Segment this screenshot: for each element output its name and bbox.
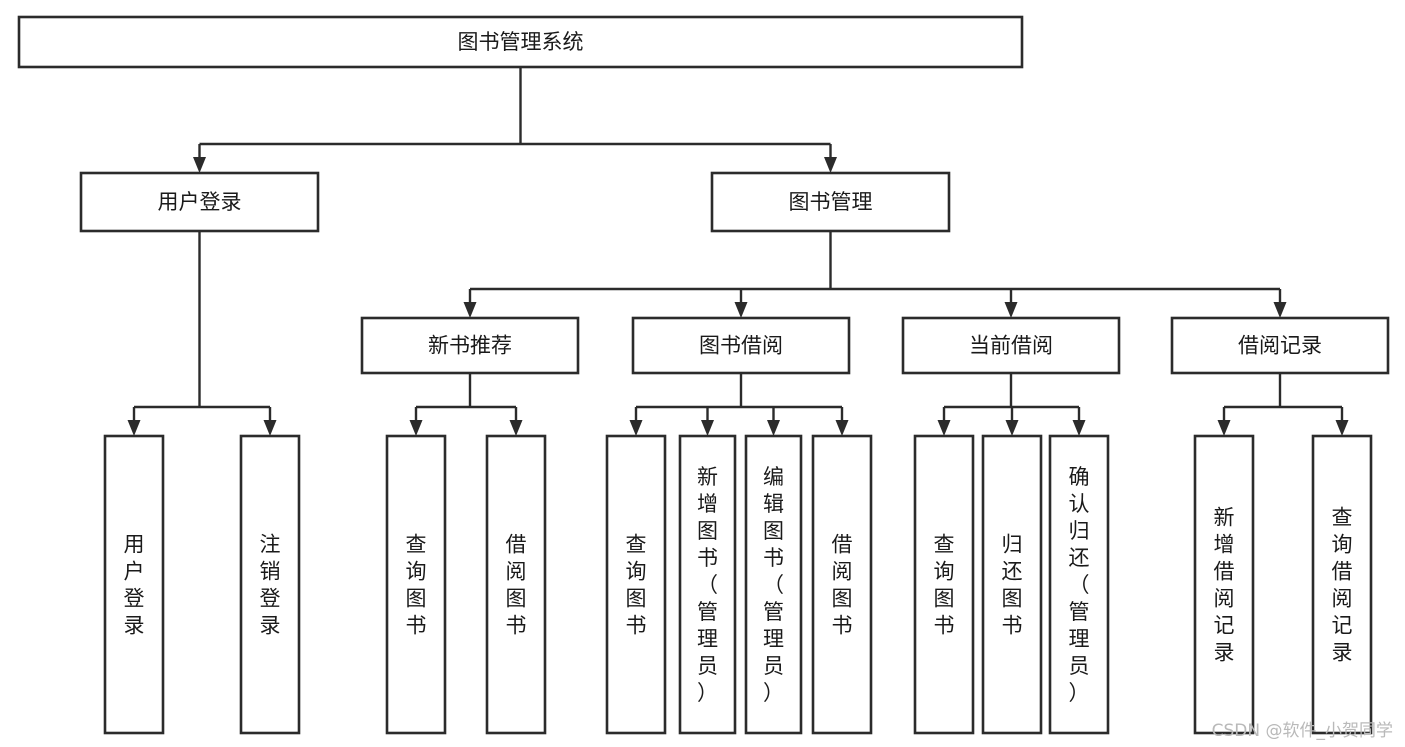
connector-arrowhead [193,157,206,173]
node-new-book-rec[interactable]: 新书推荐 [360,316,580,375]
connector-arrowhead [734,302,748,318]
node-leaf-return-book[interactable]: 归还图书 [981,434,1043,735]
node-leaf-query-book-1[interactable]: 查询图书 [385,434,447,735]
edge-group [463,231,1287,318]
node-box [1048,434,1110,735]
node-label: 新书推荐 [428,334,512,358]
node-box [913,434,975,735]
connector-arrowhead [127,420,141,436]
node-box [678,434,737,735]
node-box [1193,434,1255,735]
connector-arrowhead [263,420,277,436]
node-box [901,316,1121,375]
node-label: 用户登录 [124,533,145,638]
node-label: 借阅图书 [506,533,527,638]
nodes-layer: 图书管理系统用户登录图书管理新书推荐图书借阅当前借阅借阅记录用户登录注销登录查询… [17,15,1390,735]
connector-arrowhead [1273,302,1287,318]
edge-group [127,231,277,436]
node-borrow-record[interactable]: 借阅记录 [1170,316,1390,375]
connector-arrowhead [409,420,423,436]
node-label: 查询借阅记录 [1332,506,1353,665]
node-label: 当前借阅 [969,334,1053,358]
node-leaf-edit-book[interactable]: 编辑图书（管理员） [744,434,803,735]
node-leaf-add-book[interactable]: 新增图书（管理员） [678,434,737,735]
edge-group [1217,373,1349,436]
node-leaf-query-book-3[interactable]: 查询图书 [913,434,975,735]
node-label: 查询图书 [934,533,955,638]
edges-layer [127,67,1349,436]
edge-group [629,373,849,436]
node-root[interactable]: 图书管理系统 [17,15,1024,69]
node-label: 图书管理 [789,190,873,214]
connector-arrowhead [1217,420,1231,436]
node-box [485,434,547,735]
node-box [981,434,1043,735]
node-book-borrow[interactable]: 图书借阅 [631,316,851,375]
node-box [811,434,873,735]
node-box [385,434,447,735]
node-label: 借阅图书 [832,533,853,638]
node-leaf-borrow-book-1[interactable]: 借阅图书 [485,434,547,735]
node-leaf-add-record[interactable]: 新增借阅记录 [1193,434,1255,735]
node-box [1311,434,1373,735]
connector-arrowhead [937,420,951,436]
connector-arrowhead [1072,420,1086,436]
node-label: 图书借阅 [699,334,783,358]
connector-arrowhead [1335,420,1349,436]
node-label: 注销登录 [260,533,281,638]
node-leaf-query-record[interactable]: 查询借阅记录 [1311,434,1373,735]
node-box [17,15,1024,69]
connector-arrowhead [835,420,849,436]
connector-arrowhead [701,420,714,436]
node-label: 新增借阅记录 [1214,506,1235,665]
node-box [631,316,851,375]
node-leaf-user-logout[interactable]: 注销登录 [239,434,301,735]
node-leaf-confirm-return[interactable]: 确认归还（管理员） [1048,434,1110,735]
node-box [239,434,301,735]
connector-arrowhead [1005,420,1019,436]
node-user-login[interactable]: 用户登录 [79,171,320,233]
node-box [79,171,320,233]
node-box [360,316,580,375]
node-leaf-query-book-2[interactable]: 查询图书 [605,434,667,735]
connector-arrowhead [509,420,523,436]
connector-arrowhead [1004,302,1018,318]
edge-group [409,373,523,436]
node-label: 用户登录 [158,190,242,214]
node-label: 新增图书（管理员） [697,465,718,705]
connector-arrowhead [463,302,477,318]
edge-group [937,373,1086,436]
node-label: 确认归还（管理员） [1069,465,1090,705]
edge-group [193,67,837,173]
node-label: 查询图书 [626,533,647,638]
node-box [710,171,951,233]
node-box [744,434,803,735]
node-label: 图书管理系统 [458,30,584,54]
node-box [605,434,667,735]
connector-arrowhead [824,157,837,173]
node-label: 查询图书 [406,533,427,638]
node-leaf-user-login[interactable]: 用户登录 [103,434,165,735]
node-label: 借阅记录 [1238,334,1322,358]
node-leaf-borrow-book-2[interactable]: 借阅图书 [811,434,873,735]
node-label: 归还图书 [1002,533,1023,638]
node-label: 编辑图书（管理员） [763,465,784,705]
node-box [1170,316,1390,375]
node-box [103,434,165,735]
node-book-manage[interactable]: 图书管理 [710,171,951,233]
connector-arrowhead [767,420,780,436]
node-current-borrow[interactable]: 当前借阅 [901,316,1121,375]
connector-arrowhead [629,420,643,436]
